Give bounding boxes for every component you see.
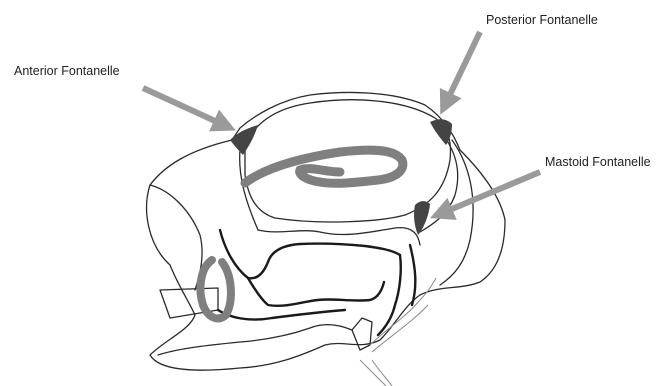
mastoid-fontanelle bbox=[414, 201, 430, 235]
cervical-line-2 bbox=[372, 305, 428, 352]
maxilla-line bbox=[218, 310, 345, 320]
mastoid-fontanelle-label: Mastoid Fontanelle bbox=[545, 155, 651, 169]
frontal-face-outline bbox=[150, 185, 202, 290]
mandible-outline bbox=[158, 325, 352, 355]
mastoid-line bbox=[410, 245, 415, 305]
orbit-band bbox=[200, 260, 230, 318]
posterior-fontanelle-label: Posterior Fontanelle bbox=[486, 13, 598, 27]
anterior-arrow bbox=[143, 88, 226, 126]
occipital-base-line bbox=[378, 255, 401, 335]
posterior-fontanelle bbox=[430, 119, 452, 145]
temporal-squama bbox=[258, 228, 420, 245]
anterior-fontanelle bbox=[230, 125, 258, 155]
sphenoid-line bbox=[220, 230, 400, 278]
skull-outline bbox=[147, 92, 505, 370]
posterior-arrow bbox=[445, 32, 480, 105]
zygomatic-line bbox=[248, 278, 384, 306]
squamosal-band bbox=[245, 150, 403, 183]
anterior-fontanelle-label: Anterior Fontanelle bbox=[14, 64, 120, 78]
